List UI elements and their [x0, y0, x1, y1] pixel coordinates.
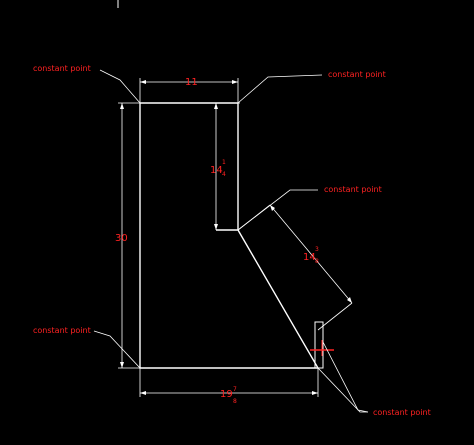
dimension-notch-height-whole: 14	[210, 165, 223, 176]
profile-outline[interactable]	[139, 102, 320, 369]
dimension-top-width: 11	[139, 77, 239, 103]
dimension-top-width-text: 11	[185, 77, 198, 88]
dimension-left-height: 30	[115, 102, 140, 369]
dimension-bottom-width: 19 7 8	[139, 368, 319, 405]
dimension-bottom-width-den: 8	[233, 398, 237, 405]
callout-bottom-left: constant point	[33, 326, 141, 369]
dimension-slope-length: 14 3 8	[237, 204, 353, 331]
dimension-bottom-width-num: 7	[233, 386, 237, 393]
dimension-slope-length-den: 8	[315, 258, 319, 265]
dimension-left-height-text: 30	[115, 233, 128, 244]
callout-top-left-text: constant point	[33, 64, 91, 73]
callout-bottom-right: constant point	[317, 341, 431, 417]
dimension-notch-height-den: 4	[222, 171, 226, 178]
bottom-right-part[interactable]	[314, 321, 324, 369]
dimension-bottom-width-whole: 19	[220, 389, 233, 400]
callout-top-left: constant point	[33, 64, 141, 104]
callout-bottom-left-text: constant point	[33, 326, 91, 335]
callout-bottom-right-text: constant point	[373, 408, 431, 417]
dimension-slope-length-num: 3	[315, 246, 319, 253]
dimension-notch-height-num: 1	[222, 159, 226, 166]
dimension-slope-length-whole: 14	[303, 252, 316, 263]
callout-mid-right: constant point	[237, 185, 382, 231]
callout-top-right: constant point	[237, 70, 386, 104]
callout-top-right-text: constant point	[328, 70, 386, 79]
dimension-notch-height: 14 1 4	[210, 102, 240, 230]
callout-mid-right-text: constant point	[324, 185, 382, 194]
